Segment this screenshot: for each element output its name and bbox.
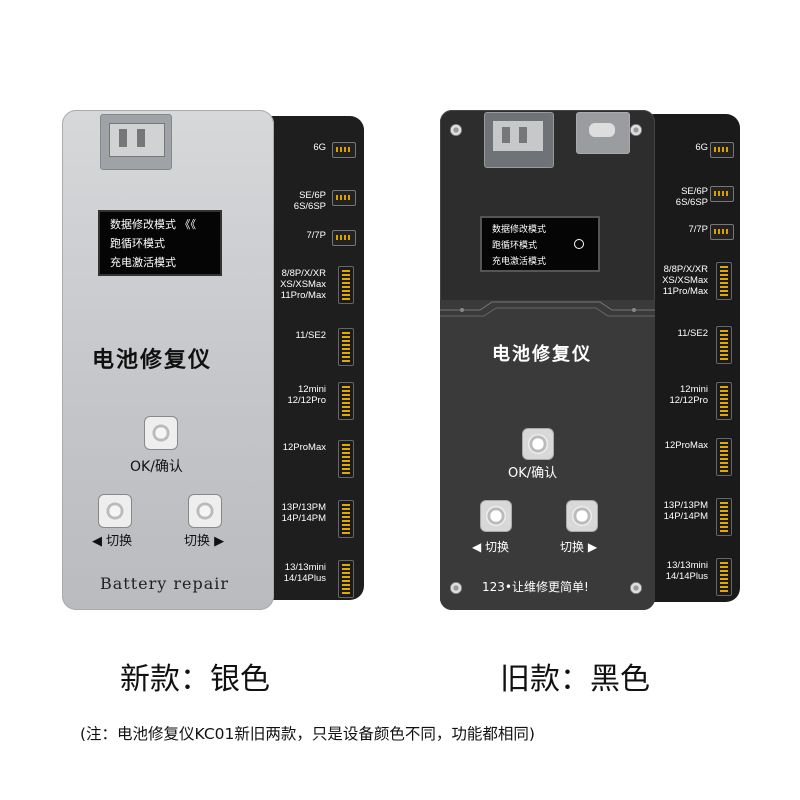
battery-connector-icon <box>716 262 732 300</box>
battery-connector-icon <box>716 498 732 536</box>
connector-row: SE/6P 6S/6SP <box>640 182 740 222</box>
connector-label: 8/8P/X/XR XS/XSMax 11Pro/Max <box>662 264 708 297</box>
screw-top-right <box>630 124 642 136</box>
connector-label: 12ProMax <box>664 440 708 451</box>
right-switch-label: 切换 ▶ <box>184 534 225 549</box>
screw-bottom-right <box>630 582 642 594</box>
connector-row: 13P/13PM 14P/14PM <box>640 498 740 538</box>
connector-label: 13/13mini 14/14Plus <box>665 560 708 582</box>
black-connector-strip: 6G SE/6P 6S/6SP 7/7P 8/8P/X/XR XS/XSMax 11P… <box>640 114 740 602</box>
connector-label: 12mini 12/12Pro <box>669 384 708 406</box>
connector-label: 11/SE2 <box>295 330 326 341</box>
screw-top-left <box>450 124 462 136</box>
screw-bottom-left <box>450 582 462 594</box>
connector-row: 8/8P/X/XR XS/XSMax 11Pro/Max <box>252 266 364 306</box>
connector-label: 6G <box>695 142 708 153</box>
silver-device: 6G SE/6P 6S/6SP 7/7P 8/8P/X/XR XS/XSMax 11P… <box>62 110 364 610</box>
menu-line-1: 数据修改模式 <box>492 225 547 235</box>
menu-line-2: 跑循环模式 <box>492 241 538 251</box>
menu-line-3: 充电激活模式 <box>110 256 176 269</box>
connector-label: 12mini 12/12Pro <box>287 384 326 406</box>
battery-connector-icon <box>332 190 356 206</box>
battery-connector-icon <box>710 142 734 158</box>
ok-button[interactable] <box>522 428 554 460</box>
battery-connector-icon <box>716 438 732 476</box>
connector-row: 7/7P <box>640 220 740 260</box>
right-switch-button[interactable] <box>188 494 222 528</box>
connector-row: 13P/13PM 14P/14PM <box>252 500 364 540</box>
connector-label: 11/SE2 <box>677 328 708 339</box>
connector-row: 6G <box>252 138 364 178</box>
connector-row: 6G <box>640 138 740 178</box>
brand-text: Battery repair <box>100 574 230 593</box>
usb-a-port <box>484 112 554 168</box>
connector-row: SE/6P 6S/6SP <box>252 186 364 226</box>
connector-label: 6G <box>313 142 326 153</box>
battery-connector-icon <box>338 500 354 538</box>
connector-row: 13/13mini 14/14Plus <box>252 560 364 600</box>
battery-connector-icon <box>716 558 732 596</box>
connector-row: 13/13mini 14/14Plus <box>640 558 740 598</box>
battery-connector-icon <box>716 382 732 420</box>
connector-row: 8/8P/X/XR XS/XSMax 11Pro/Max <box>640 262 740 302</box>
black-menu-screen: 数据修改模式 跑循环模式 充电激活模式 <box>480 216 600 272</box>
ok-button[interactable] <box>144 416 178 450</box>
old-model-caption: 旧款：黑色 <box>500 662 650 697</box>
connector-label: 13P/13PM 14P/14PM <box>663 500 708 522</box>
connector-label: 13P/13PM 14P/14PM <box>281 502 326 524</box>
menu-line-1: 数据修改模式 《《 <box>110 218 196 231</box>
slogan-text: 123•让维修更简单! <box>482 580 589 594</box>
battery-connector-icon <box>716 326 732 364</box>
connector-row: 11/SE2 <box>640 326 740 366</box>
ok-label: OK/确认 <box>130 459 183 475</box>
connector-row: 11/SE2 <box>252 328 364 368</box>
battery-connector-icon <box>338 266 354 304</box>
circuit-trace-decoration <box>440 301 655 317</box>
connector-label: 8/8P/X/XR XS/XSMax 11Pro/Max <box>280 268 326 301</box>
left-switch-label: ◀ 切换 <box>92 534 133 549</box>
connector-row: 7/7P <box>252 226 364 266</box>
footnote-caption: (注：电池修复仪KC01新旧两款，只是设备颜色不同，功能都相同) <box>80 725 535 743</box>
battery-connector-icon <box>332 142 356 158</box>
ok-label: OK/确认 <box>508 466 558 481</box>
connector-label: 13/13mini 14/14Plus <box>283 562 326 584</box>
battery-connector-icon <box>338 382 354 420</box>
connector-label: 7/7P <box>688 224 708 235</box>
connector-row: 12mini 12/12Pro <box>252 382 364 422</box>
battery-connector-icon <box>338 440 354 478</box>
battery-connector-icon <box>338 560 354 598</box>
left-switch-button[interactable] <box>480 500 512 532</box>
device-title: 电池修复仪 <box>92 348 213 373</box>
usb-port <box>100 114 172 170</box>
usb-c-port <box>576 112 630 154</box>
connector-row: 12mini 12/12Pro <box>640 382 740 422</box>
battery-connector-icon <box>710 186 734 202</box>
right-switch-label: 切换 ▶ <box>560 540 598 554</box>
connector-row: 12ProMax <box>640 438 740 478</box>
left-switch-label: ◀ 切换 <box>472 540 510 554</box>
menu-line-2: 跑循环模式 <box>110 237 165 250</box>
connector-label: 12ProMax <box>282 442 326 453</box>
menu-line-3: 充电激活模式 <box>492 257 547 267</box>
battery-connector-icon <box>710 224 734 240</box>
device-title: 电池修复仪 <box>492 344 592 365</box>
battery-connector-icon <box>332 230 356 246</box>
silver-menu-screen: 数据修改模式 《《 跑循环模式 充电激活模式 <box>98 210 222 276</box>
left-switch-button[interactable] <box>98 494 132 528</box>
connector-label: SE/6P 6S/6SP <box>293 190 326 212</box>
silver-body <box>62 110 274 610</box>
connector-label: 7/7P <box>306 230 326 241</box>
right-switch-button[interactable] <box>566 500 598 532</box>
black-device: 6G SE/6P 6S/6SP 7/7P 8/8P/X/XR XS/XSMax 11P… <box>440 110 740 610</box>
connector-row: 12ProMax <box>252 440 364 480</box>
battery-connector-icon <box>338 328 354 366</box>
new-model-caption: 新款：银色 <box>120 662 270 697</box>
connector-label: SE/6P 6S/6SP <box>675 186 708 208</box>
selection-radio-icon <box>574 239 584 249</box>
